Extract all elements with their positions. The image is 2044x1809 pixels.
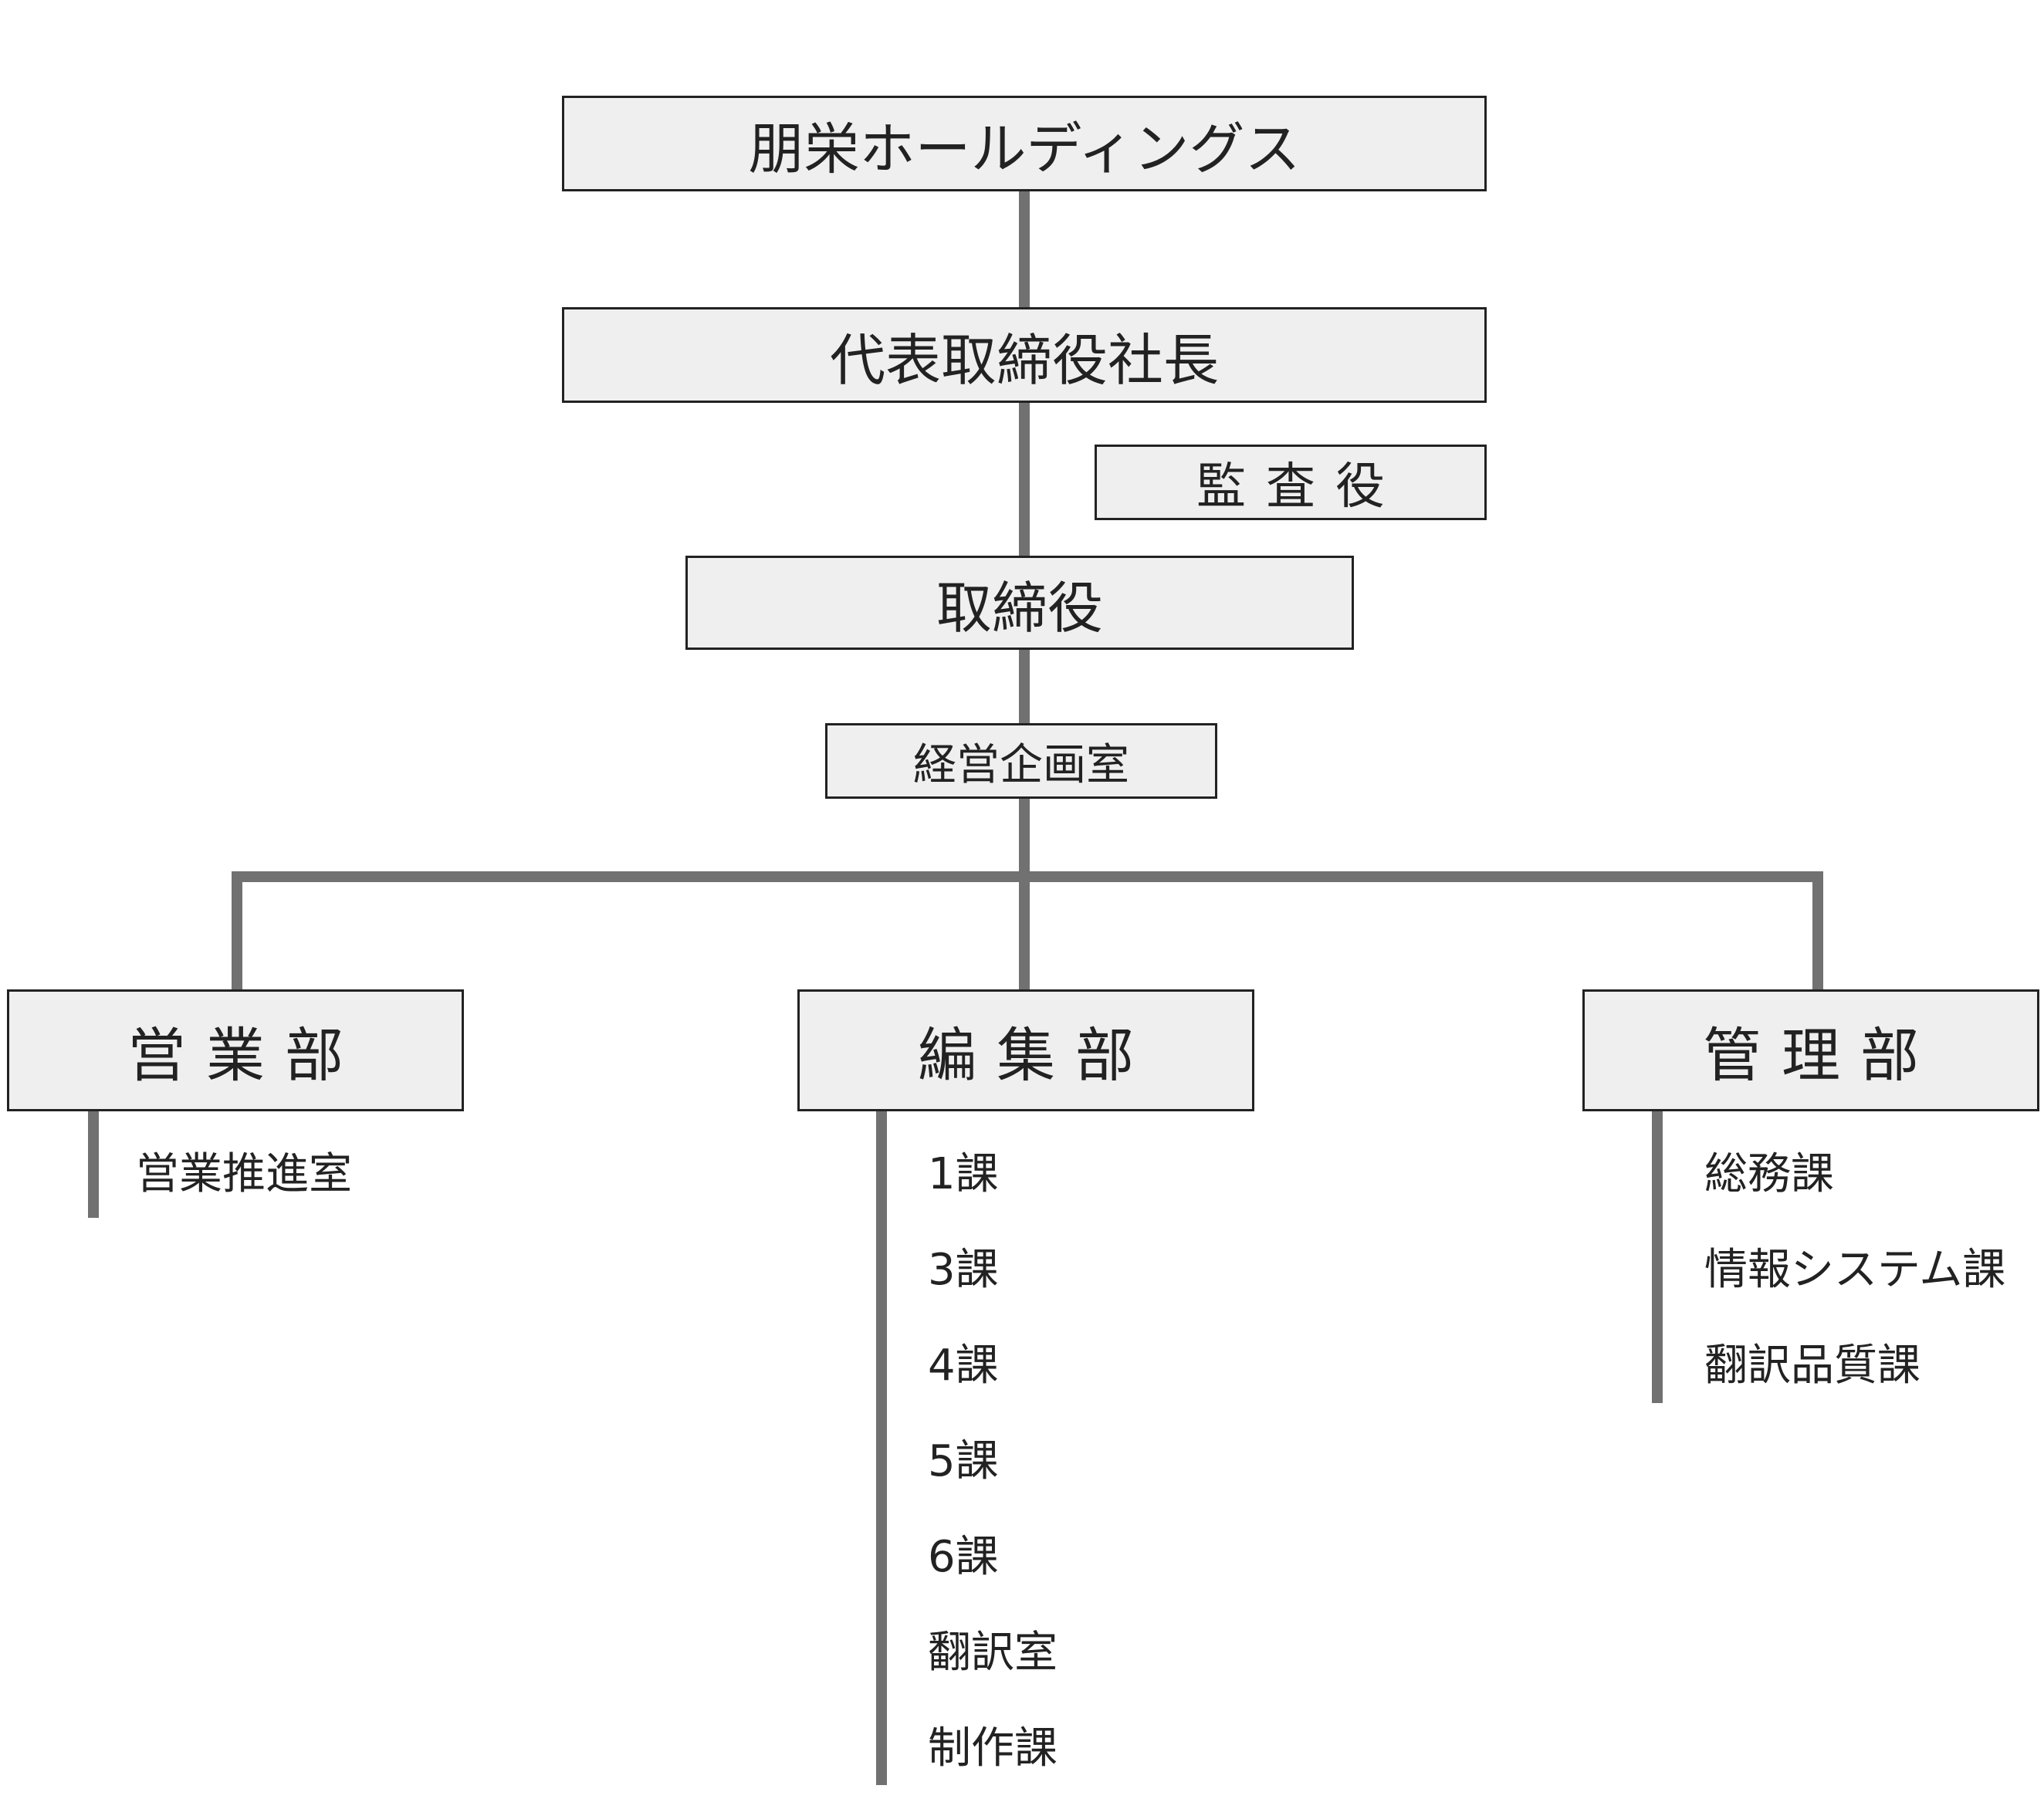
editorial-unit: 制作課 bbox=[928, 1723, 1058, 1773]
admin-unit: 情報システム課 bbox=[1704, 1245, 2006, 1295]
editorial-unit: 4課 bbox=[928, 1341, 999, 1391]
sales-unit: 営業推進室 bbox=[136, 1149, 352, 1199]
admin-unit: 翻訳品質課 bbox=[1704, 1341, 1920, 1391]
holding-company-name: 朋栄ホールディングス bbox=[748, 116, 1301, 181]
editorial-unit: 6課 bbox=[928, 1532, 999, 1582]
editorial-unit: 1課 bbox=[928, 1149, 999, 1199]
department-admin-name: 管理部 bbox=[1703, 1021, 1939, 1090]
editorial-unit: 5課 bbox=[928, 1436, 999, 1486]
admin-unit: 総務課 bbox=[1704, 1149, 1834, 1199]
auditor-title: 監査役 bbox=[1196, 458, 1405, 516]
editorial-units-line bbox=[876, 1110, 887, 1785]
editorial-unit: 翻訳室 bbox=[928, 1628, 1058, 1678]
department-editorial-box: 編集部 bbox=[797, 989, 1254, 1111]
holding-company-box: 朋栄ホールディングス bbox=[562, 96, 1487, 191]
board-box: 取締役 bbox=[685, 556, 1354, 650]
admin-units-line bbox=[1652, 1110, 1663, 1403]
auditor-box: 監査役 bbox=[1095, 445, 1487, 520]
department-editorial-name: 編集部 bbox=[918, 1021, 1154, 1090]
department-sales-name: 営業部 bbox=[127, 1021, 364, 1090]
president-box: 代表取締役社長 bbox=[562, 307, 1487, 403]
editorial-unit: 3課 bbox=[928, 1245, 999, 1295]
department-admin-box: 管理部 bbox=[1582, 989, 2039, 1111]
sales-units-line bbox=[88, 1110, 99, 1218]
planning-office-name: 経営企画室 bbox=[913, 739, 1129, 790]
department-sales-box: 営業部 bbox=[7, 989, 464, 1111]
connector-to-editorial bbox=[1019, 871, 1030, 990]
president-title: 代表取締役社長 bbox=[829, 327, 1219, 393]
connector-to-sales bbox=[232, 871, 242, 990]
planning-office-box: 経営企画室 bbox=[825, 723, 1217, 799]
connector-to-admin bbox=[1812, 871, 1823, 990]
board-title: 取締役 bbox=[936, 575, 1103, 641]
